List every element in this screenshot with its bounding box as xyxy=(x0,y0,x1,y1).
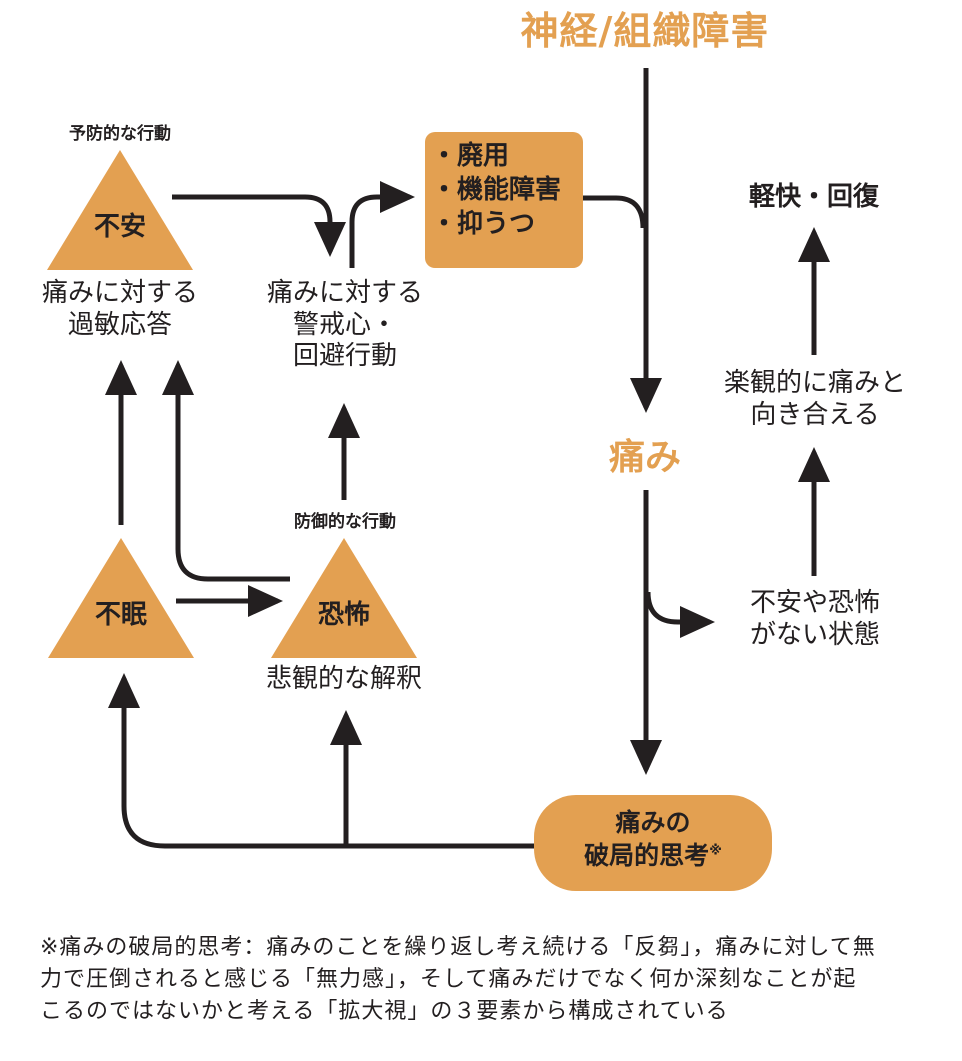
triangles xyxy=(47,150,417,658)
disuse-item: ・機能障害 xyxy=(431,174,562,205)
anxiety-label: 不安 xyxy=(93,212,146,242)
hyper-response-label: 痛みに対する 過敏応答 xyxy=(10,278,230,341)
disuse-box: ・廃用 ・機能障害 ・抑うつ xyxy=(425,132,583,268)
catastrophizing-line1: 痛みの xyxy=(615,808,691,837)
catastrophizing-line2: 破局的思考 xyxy=(584,840,710,870)
arrow-catastrophizing-to-insomnia xyxy=(108,673,535,849)
vigilance-label: 痛みに対する 警戒心・ 回避行動 xyxy=(235,278,455,373)
no-fear-line: 不安や恐怖 xyxy=(749,588,880,618)
recovery-label: 軽快・回復 xyxy=(748,182,879,212)
no-fear-label: 不安や恐怖 がない状態 xyxy=(725,588,905,651)
arrow-fear-to-anxiety-response xyxy=(162,360,290,582)
footnote-line: 力で圧倒されると感じる「無力感」，そして痛みだけでなく何か深刻なことが起 xyxy=(40,966,857,992)
catastrophizing-pill: 痛みの 破局的思考※ xyxy=(534,795,772,891)
fear-triangle xyxy=(271,538,417,658)
footnote-line: ※痛みの破局的思考：痛みのことを繰り返し考え続ける「反芻」，痛みに対して無 xyxy=(40,935,876,960)
vigilance-line: 痛みに対する xyxy=(266,278,423,308)
pain-label: 痛み xyxy=(608,437,681,478)
footnote-line: こるのではないかと考える「拡大視」の３要素から構成されている xyxy=(40,998,729,1024)
arrow-anxiety-to-vigilance xyxy=(172,194,346,257)
vigilance-line: 警戒心・ xyxy=(292,309,397,340)
disuse-item: ・抑うつ xyxy=(431,208,536,239)
insomnia-label: 不眠 xyxy=(94,600,147,630)
arrow-pain-to-no-fear xyxy=(645,591,715,638)
optimistic-line: 向き合える xyxy=(750,399,880,430)
optimistic-label: 楽観的に痛みと 向き合える xyxy=(695,368,935,431)
arrow-vigilance-to-box xyxy=(349,181,415,268)
vigilance-line: 回避行動 xyxy=(292,341,397,372)
no-fear-line: がない状態 xyxy=(749,619,880,650)
hyper-response-line: 過敏応答 xyxy=(67,309,172,340)
fear-caption: 防御的な行動 xyxy=(294,512,396,532)
top-title-injury: 神経/組織障害 xyxy=(520,9,770,53)
hyper-response-line: 痛みに対する xyxy=(41,278,198,308)
optimistic-line: 楽観的に痛みと xyxy=(723,368,906,398)
anxiety-caption: 予防的な行動 xyxy=(69,124,171,144)
connector-box-to-main xyxy=(582,195,646,229)
fear-label: 恐怖 xyxy=(317,600,370,630)
anxiety-triangle xyxy=(47,150,193,270)
insomnia-triangle xyxy=(48,538,194,658)
disuse-item: ・廃用 xyxy=(431,141,510,171)
footnote: ※痛みの破局的思考：痛みのことを繰り返し考え続ける「反芻」，痛みに対して無 力で… xyxy=(40,932,940,1028)
pessimistic-label: 悲観的な解釈 xyxy=(265,664,422,694)
footnote-mark: ※ xyxy=(709,843,722,859)
